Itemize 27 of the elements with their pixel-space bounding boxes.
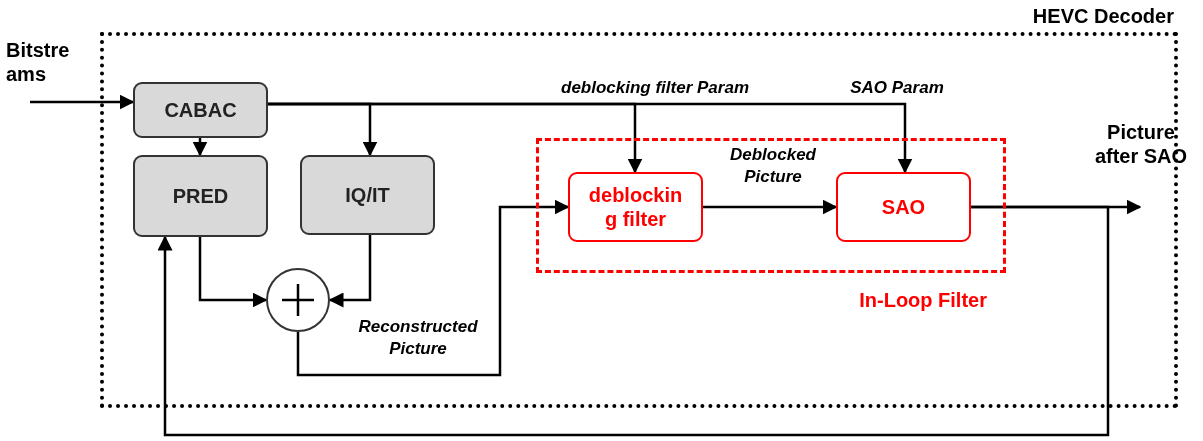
- node-label: SAO: [881, 195, 926, 219]
- process-box: [133, 82, 268, 138]
- group-title: In-Loop Filter: [859, 288, 987, 312]
- arrow: [328, 235, 372, 308]
- edge-label: deblocking filter Param: [560, 77, 750, 99]
- filter-box: [568, 172, 703, 242]
- arrow: [703, 199, 838, 215]
- node-label: deblockin g filter: [587, 183, 684, 231]
- process-box: [133, 155, 268, 237]
- node-label: Picture after SAO: [1093, 120, 1189, 168]
- edge-label: SAO Param: [849, 77, 945, 99]
- arrow: [157, 205, 1110, 437]
- node-label: Bitstre ams: [6, 38, 71, 86]
- arrow: [198, 237, 268, 308]
- adder-circle: [266, 268, 330, 332]
- group-title: HEVC Decoder: [1032, 4, 1174, 28]
- arrow: [268, 102, 913, 174]
- arrow: [296, 199, 570, 377]
- edge-label: Reconstructed Picture: [357, 316, 479, 360]
- arrow: [30, 94, 135, 110]
- node-label: PRED: [172, 184, 229, 208]
- edge-label: Deblocked Picture: [729, 144, 817, 188]
- node-label: CABAC: [164, 98, 237, 122]
- process-box: [300, 155, 435, 235]
- arrow: [192, 138, 208, 157]
- filter-box: [836, 172, 971, 242]
- node-label: IQ/IT: [345, 183, 390, 207]
